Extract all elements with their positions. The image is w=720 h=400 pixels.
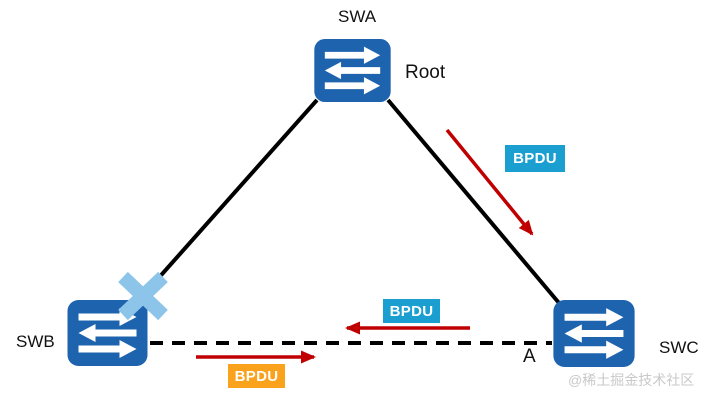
node-label-swa: SWA	[338, 7, 377, 26]
switch-icon	[553, 300, 635, 367]
switch-node-swa	[314, 39, 391, 102]
root-label: Root	[405, 62, 446, 83]
node-label-swb: SWB	[16, 332, 55, 351]
watermark: @稀土掘金技术社区	[568, 372, 695, 388]
switch-icon	[314, 39, 391, 102]
link-swa-swb	[145, 98, 319, 293]
bpdu-badge-middle: BPDU	[383, 299, 440, 323]
bpdu-flow-arrow-swa-to-swc	[445, 128, 534, 236]
node-label-swc: SWC	[659, 338, 699, 357]
link-swa-swc	[386, 98, 561, 305]
switch-node-swc	[553, 300, 635, 367]
bpdu-badge-diagonal: BPDU	[505, 145, 565, 172]
port-label-a: A	[523, 346, 536, 367]
blocked-port-x-icon	[118, 271, 168, 321]
bpdu-badge-bottom: BPDU	[228, 364, 285, 388]
